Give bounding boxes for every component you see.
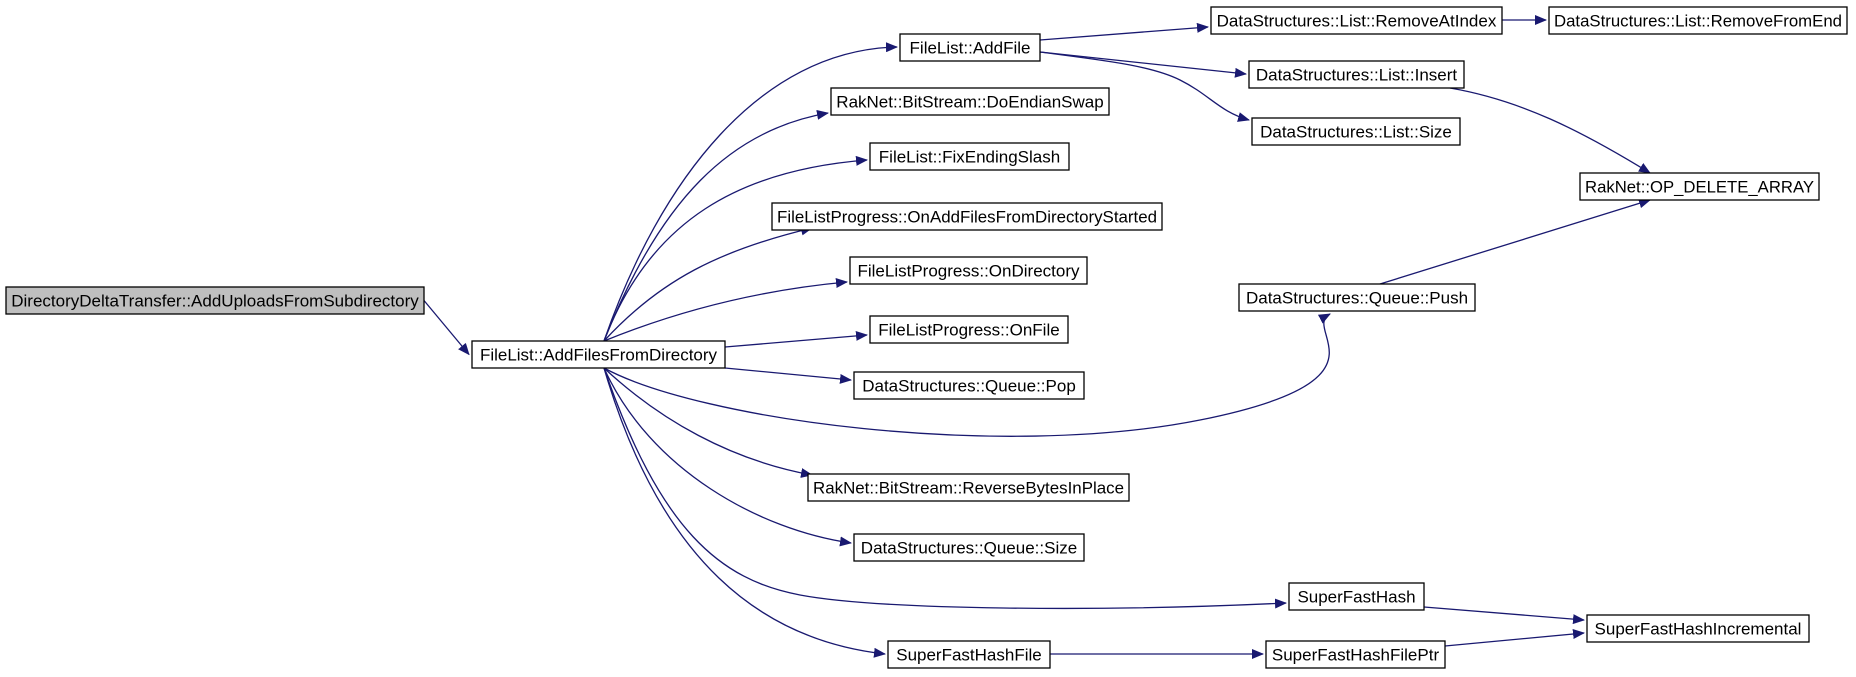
node-label: FileListProgress::OnAddFilesFromDirector… — [777, 208, 1157, 227]
node-label: SuperFastHashFilePtr — [1272, 646, 1440, 665]
node-box — [807, 473, 1130, 502]
call-edge-addFilesFromDir-to-reverseBytes — [603, 367, 813, 478]
function-node-root: DirectoryDeltaTransfer::AddUploadsFromSu… — [5, 286, 425, 315]
node-box — [471, 340, 726, 369]
node-label: SuperFastHash — [1297, 588, 1415, 607]
node-box — [869, 315, 1069, 344]
function-node-superFastHashFilePtr[interactable]: SuperFastHashFilePtr — [1265, 640, 1446, 669]
node-box — [1248, 60, 1465, 89]
call-edge-superFastHashFilePtr-to-superFastHashIncremental — [1444, 629, 1585, 647]
function-node-addFile[interactable]: FileList::AddFile — [899, 33, 1041, 62]
node-label: FileListProgress::OnDirectory — [857, 262, 1080, 281]
call-edge-addFilesFromDir-to-doEndianSwap — [603, 109, 829, 342]
node-label: RakNet::BitStream::ReverseBytesInPlace — [813, 479, 1124, 498]
node-box — [869, 142, 1070, 171]
function-node-removeFromEnd[interactable]: DataStructures::List::RemoveFromEnd — [1548, 6, 1848, 35]
node-box — [899, 33, 1041, 62]
node-label: SuperFastHashFile — [896, 646, 1042, 665]
node-box — [849, 256, 1088, 285]
function-node-queueSize[interactable]: DataStructures::Queue::Size — [853, 533, 1085, 562]
node-box — [1586, 614, 1810, 643]
function-node-queuePush[interactable]: DataStructures::Queue::Push — [1238, 283, 1476, 312]
edges-layer — [423, 15, 1651, 659]
function-node-removeAtIndex[interactable]: DataStructures::List::RemoveAtIndex — [1210, 6, 1503, 35]
call-edge-addFilesFromDir-to-queuePop — [724, 367, 852, 384]
node-label: DataStructures::Queue::Push — [1246, 289, 1468, 308]
node-box — [1238, 283, 1476, 312]
function-node-listInsert[interactable]: DataStructures::List::Insert — [1248, 60, 1465, 89]
call-edge-root-to-addFilesFromDir — [423, 300, 470, 356]
call-edge-superFastHash-to-superFastHashIncremental — [1423, 606, 1585, 625]
function-node-queuePop[interactable]: DataStructures::Queue::Pop — [853, 371, 1085, 400]
node-box — [853, 371, 1085, 400]
function-node-superFastHashFile[interactable]: SuperFastHashFile — [887, 640, 1051, 669]
node-label: SuperFastHashIncremental — [1595, 620, 1802, 639]
function-node-opDeleteArray[interactable]: RakNet::OP_DELETE_ARRAY — [1579, 172, 1820, 201]
function-node-onAddFilesStarted[interactable]: FileListProgress::OnAddFilesFromDirector… — [771, 202, 1163, 231]
function-node-onDirectory[interactable]: FileListProgress::OnDirectory — [849, 256, 1088, 285]
node-box — [887, 640, 1051, 669]
node-label: FileListProgress::OnFile — [878, 321, 1059, 340]
call-edge-addFilesFromDir-to-onFile — [724, 330, 868, 348]
node-label: DataStructures::List::Insert — [1256, 66, 1458, 85]
function-node-addFilesFromDir[interactable]: FileList::AddFilesFromDirectory — [471, 340, 726, 369]
node-box — [771, 202, 1163, 231]
call-edge-addFilesFromDir-to-queueSize — [603, 367, 852, 547]
call-edge-addFilesFromDir-to-fixEndingSlash — [603, 155, 868, 342]
node-box — [5, 286, 425, 315]
call-edge-addFilesFromDir-to-superFastHashFile — [603, 367, 886, 658]
node-label: RakNet::OP_DELETE_ARRAY — [1585, 178, 1814, 197]
node-box — [1210, 6, 1503, 35]
call-edge-queuePush-to-opDeleteArray — [1379, 198, 1651, 285]
node-label: FileList::FixEndingSlash — [879, 148, 1060, 167]
call-edge-addFilesFromDir-to-queuePush — [603, 313, 1331, 437]
function-node-superFastHashIncremental[interactable]: SuperFastHashIncremental — [1586, 614, 1810, 643]
call-edge-addFilesFromDir-to-onDirectory — [603, 278, 848, 342]
call-edge-addFilesFromDir-to-superFastHash — [603, 367, 1287, 610]
call-edge-addFile-to-listInsert — [1039, 51, 1247, 78]
function-node-onFile[interactable]: FileListProgress::OnFile — [869, 315, 1069, 344]
node-label: DataStructures::Queue::Size — [861, 539, 1077, 558]
function-node-listSize[interactable]: DataStructures::List::Size — [1251, 117, 1461, 146]
node-box — [1251, 117, 1461, 146]
call-edge-addFile-to-removeAtIndex — [1039, 22, 1209, 41]
function-node-fixEndingSlash[interactable]: FileList::FixEndingSlash — [869, 142, 1070, 171]
node-label: FileList::AddFile — [910, 39, 1031, 58]
node-label: RakNet::BitStream::DoEndianSwap — [836, 93, 1103, 112]
node-label: DirectoryDeltaTransfer::AddUploadsFromSu… — [11, 292, 419, 311]
call-edge-addFilesFromDir-to-onAddFilesStarted — [603, 225, 813, 342]
function-node-doEndianSwap[interactable]: RakNet::BitStream::DoEndianSwap — [830, 87, 1110, 116]
node-box — [1579, 172, 1820, 201]
nodes-layer: DirectoryDeltaTransfer::AddUploadsFromSu… — [5, 6, 1848, 669]
node-box — [1288, 582, 1425, 611]
node-box — [1548, 6, 1848, 35]
node-label: DataStructures::List::Size — [1260, 123, 1452, 142]
function-node-superFastHash[interactable]: SuperFastHash — [1288, 582, 1425, 611]
node-label: DataStructures::Queue::Pop — [862, 377, 1076, 396]
node-box — [853, 533, 1085, 562]
node-label: FileList::AddFilesFromDirectory — [480, 346, 718, 365]
call-edge-listInsert-to-opDeleteArray — [1449, 87, 1651, 174]
node-box — [1265, 640, 1446, 669]
node-label: DataStructures::List::RemoveFromEnd — [1554, 12, 1842, 31]
node-label: DataStructures::List::RemoveAtIndex — [1217, 12, 1497, 31]
call-edge-addFilesFromDir-to-addFile — [603, 42, 898, 342]
call-edge-addFile-to-listSize — [1039, 51, 1250, 122]
node-box — [830, 87, 1110, 116]
function-node-reverseBytes[interactable]: RakNet::BitStream::ReverseBytesInPlace — [807, 473, 1130, 502]
